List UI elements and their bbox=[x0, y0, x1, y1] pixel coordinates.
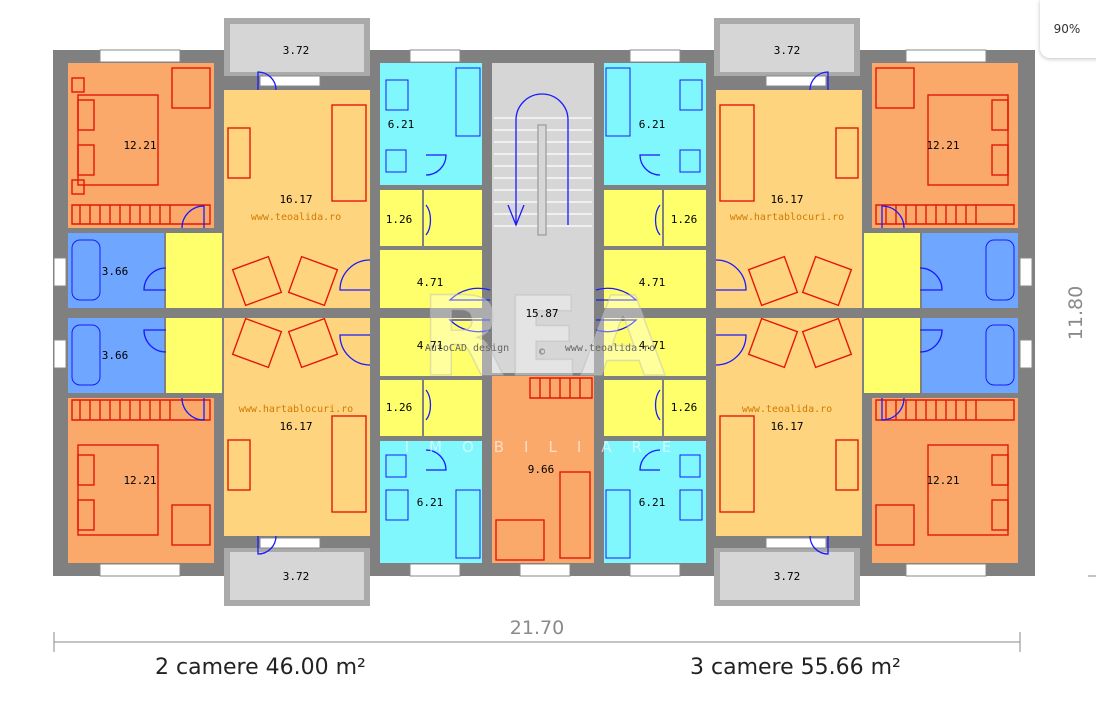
label-living-tr: 16.17 bbox=[770, 193, 803, 206]
windows bbox=[53, 49, 1033, 577]
label-bedroom-tr: 12.21 bbox=[926, 139, 959, 152]
caption-three-rooms: 3 camere 55.66 m² bbox=[690, 655, 901, 680]
room-labels: 3.72 3.72 3.72 3.72 12.21 12.21 12.21 12… bbox=[102, 44, 960, 583]
caption-two-rooms: 2 camere 46.00 m² bbox=[155, 655, 366, 680]
kitchen-bottom-left bbox=[380, 441, 482, 563]
label-hall-tr: 4.71 bbox=[639, 276, 666, 289]
hall-bottom-right bbox=[604, 318, 706, 376]
kitchen-fixtures bbox=[71, 67, 1015, 559]
center-room bbox=[492, 376, 594, 563]
hallway-top-right bbox=[864, 233, 920, 308]
label-living-tl: 16.17 bbox=[279, 193, 312, 206]
label-kitchen-bl: 6.21 bbox=[417, 496, 444, 509]
brand-watermark: REA bbox=[421, 273, 666, 401]
storage-top-left bbox=[380, 190, 422, 246]
site-watermarks: www.teoalida.ro www.hartablocuri.ro www.… bbox=[239, 212, 844, 415]
label-balcony-br: 3.72 bbox=[774, 570, 801, 583]
hall-top-right bbox=[604, 250, 706, 308]
label-bath-bl: 3.66 bbox=[102, 349, 129, 362]
label-storage-br: 1.26 bbox=[671, 401, 698, 414]
storage-bottom-right bbox=[664, 380, 706, 436]
watermark-teoalida-br: www.teoalida.ro bbox=[742, 404, 832, 415]
stair-treads bbox=[494, 93, 592, 236]
watermark-hartablocuri-bl: www.hartablocuri.ro bbox=[239, 404, 353, 415]
storage-top-right bbox=[664, 190, 706, 246]
label-balcony-tl: 3.72 bbox=[283, 44, 310, 57]
label-bedroom-br: 12.21 bbox=[926, 474, 959, 487]
hall-bottom-left bbox=[380, 318, 482, 376]
kitchen-bottom-right bbox=[604, 441, 706, 563]
hallway-bottom-left bbox=[166, 318, 222, 393]
label-balcony-tr: 3.72 bbox=[774, 44, 801, 57]
kitchen-top-right bbox=[604, 63, 706, 185]
label-balcony-bl: 3.72 bbox=[283, 570, 310, 583]
hall-upper-top-right bbox=[604, 190, 662, 246]
watermark-teoalida-tl: www.teoalida.ro bbox=[251, 212, 341, 223]
label-living-bl: 16.17 bbox=[279, 420, 312, 433]
label-kitchen-br: 6.21 bbox=[639, 496, 666, 509]
zoom-level-label: 90% bbox=[1053, 22, 1081, 36]
label-storage-tr: 1.26 bbox=[671, 213, 698, 226]
label-hall-tl: 4.71 bbox=[417, 276, 444, 289]
bathroom-top-right bbox=[922, 233, 1018, 308]
brand-sub-watermark: IMOBILIARE bbox=[405, 438, 692, 456]
label-kitchen-tr: 6.21 bbox=[639, 118, 666, 131]
label-bedroom-tl: 12.21 bbox=[123, 139, 156, 152]
label-storage-bl: 1.26 bbox=[386, 401, 413, 414]
hallway-top-left bbox=[166, 233, 222, 308]
label-bath-tl: 3.66 bbox=[102, 265, 129, 278]
storage-bottom-left bbox=[380, 380, 422, 436]
bathroom-top-left bbox=[68, 233, 164, 308]
label-hall-br: 4.71 bbox=[639, 339, 666, 352]
dimension-depth-label: 11.80 bbox=[1065, 286, 1087, 340]
hallway-bottom-right bbox=[864, 318, 920, 393]
label-storage-tl: 1.26 bbox=[386, 213, 413, 226]
hall-upper-top-left bbox=[424, 190, 482, 246]
label-center-room: 9.66 bbox=[528, 463, 555, 476]
hall-lower-bottom-right bbox=[604, 380, 662, 436]
balconies bbox=[224, 18, 860, 606]
furniture bbox=[71, 67, 1015, 561]
label-stairwell: 15.87 bbox=[525, 307, 558, 320]
zoom-level-badge[interactable]: 90% bbox=[1040, 0, 1096, 58]
label-kitchen-tl: 6.21 bbox=[388, 118, 415, 131]
watermark-hartablocuri-tr: www.hartablocuri.ro bbox=[730, 212, 844, 223]
dimension-width bbox=[53, 632, 1021, 652]
dimension-width-label: 21.70 bbox=[510, 617, 564, 639]
watermark-autocad: AutoCAD design bbox=[425, 343, 509, 354]
label-bedroom-bl: 12.21 bbox=[123, 474, 156, 487]
copyright-icon: © bbox=[539, 347, 546, 358]
label-living-br: 16.17 bbox=[770, 420, 803, 433]
watermark-teoalida-center: www.teoalida.ro bbox=[565, 343, 655, 354]
hall-top-left bbox=[380, 250, 482, 308]
bathroom-bottom-right bbox=[922, 318, 1018, 393]
kitchen-top-left bbox=[380, 63, 482, 185]
label-hall-bl: 4.71 bbox=[417, 339, 444, 352]
hall-lower-bottom-left bbox=[424, 380, 482, 436]
doors bbox=[143, 71, 943, 555]
